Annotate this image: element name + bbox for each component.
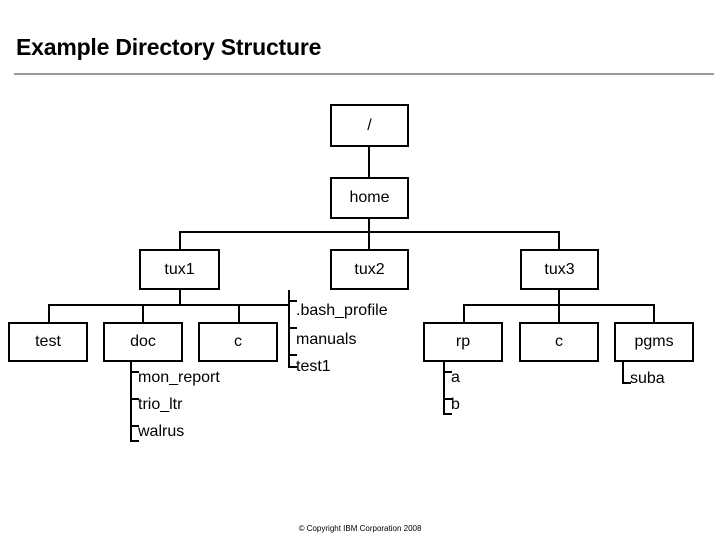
node-pgms[interactable]: pgms [614,322,694,362]
stub-tux2-file-end [288,366,297,368]
leaf-manuals-label: manuals [296,331,357,348]
leaf-test1[interactable]: test1 [296,359,331,375]
connector-tux3-bus [558,290,560,305]
node-c-tux1-label: c [234,333,242,350]
stub-doc-file-end [130,440,139,442]
node-rp-label: rp [455,333,471,350]
node-c-tux1[interactable]: c [198,322,278,362]
stub-pgms-file-1 [622,382,631,384]
leaf-suba[interactable]: suba [630,371,665,387]
node-tux3[interactable]: tux3 [520,249,599,290]
node-tux1[interactable]: tux1 [139,249,220,290]
node-test[interactable]: test [8,322,88,362]
connector-bus-c-tux3 [558,304,560,322]
node-tux2-label: tux2 [354,260,385,278]
title-divider [14,73,714,75]
connector-bus-test [48,304,50,322]
connector-bus-tux2 [368,231,370,249]
connector-home-bus [368,219,370,233]
node-root-label: / [367,116,372,134]
connector-bus-tux3 [558,231,560,249]
connector-rp-files [443,362,445,415]
stub-tux2-file-3 [288,354,297,356]
node-tux3-label: tux3 [544,260,575,278]
bus-tux1-children [48,304,290,306]
connector-bus-tux1 [179,231,181,249]
node-c-tux3-label: c [555,333,563,350]
stub-rp-file-2 [443,398,452,400]
node-c-tux3[interactable]: c [519,322,599,362]
node-rp[interactable]: rp [423,322,503,362]
leaf-trio-ltr-label: trio_ltr [138,396,183,413]
leaf-manuals[interactable]: manuals [296,332,356,348]
node-home-label: home [349,189,390,206]
stub-doc-file-3 [130,425,139,427]
connector-doc-files [130,362,132,442]
stub-tux2-file-1 [288,300,297,302]
stub-tux2-file-2 [288,327,297,329]
stub-rp-file-1 [443,371,452,373]
node-doc[interactable]: doc [103,322,183,362]
connector-tux2-files [288,290,290,368]
leaf-suba-label: suba [630,370,665,387]
node-test-label: test [35,333,61,350]
node-tux2[interactable]: tux2 [330,249,409,290]
connector-bus-doc [142,304,144,322]
connector-root-home [368,147,370,177]
node-home[interactable]: home [330,177,409,219]
leaf-test1-label: test1 [296,358,331,375]
leaf-bash-profile-label: .bash_profile [296,302,388,319]
leaf-a[interactable]: a [451,370,460,386]
connector-tux1-bus [179,290,181,305]
node-root[interactable]: / [330,104,409,147]
page-title: Example Directory Structure [16,34,322,60]
leaf-walrus-label: walrus [138,423,185,440]
connector-bus-pgms [653,304,655,322]
connector-bus-c-tux1 [238,304,240,322]
leaf-mon-report[interactable]: mon_report [138,370,220,386]
node-tux1-label: tux1 [164,260,195,278]
connector-bus-rp [463,304,465,322]
stub-rp-file-end [443,413,452,415]
leaf-bash-profile[interactable]: .bash_profile [296,303,388,319]
leaf-trio-ltr[interactable]: trio_ltr [138,397,182,413]
connector-pgms-files [622,362,624,384]
stub-doc-file-1 [130,371,139,373]
leaf-mon-report-label: mon_report [138,369,220,386]
leaf-b-label: b [451,396,460,413]
stub-doc-file-2 [130,398,139,400]
leaf-walrus[interactable]: walrus [138,424,184,440]
node-pgms-label: pgms [634,333,674,350]
leaf-b[interactable]: b [451,397,460,413]
leaf-a-label: a [451,369,460,386]
node-doc-label: doc [130,333,156,350]
copyright-footer: © Copyright IBM Corporation 2008 [298,524,422,533]
